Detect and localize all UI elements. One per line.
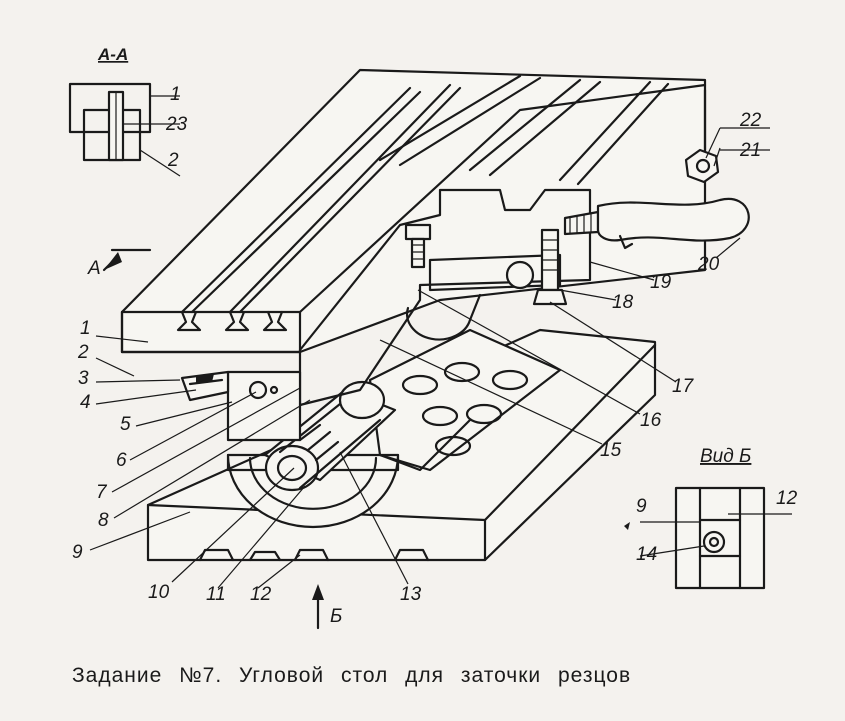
view-callout-9: 9 [636,496,647,517]
arrow-a-left-label: А [87,258,101,279]
view-b: Вид Б 9 12 14 [624,446,798,590]
callout-leaders [89,127,741,589]
callout-4: 4 [80,392,91,413]
view-b-title: Вид Б [700,446,751,467]
callout-9: 9 [72,542,83,563]
callout-2: 2 [77,342,89,363]
section-callout-2: 2 [167,150,179,171]
ball-19 [505,260,535,290]
view-callout-12: 12 [776,488,798,509]
callout-18: 18 [612,292,634,313]
section-title: А-А [97,45,128,64]
callout-15: 15 [600,440,622,461]
callout-12: 12 [250,584,272,605]
pivot-shaft [263,380,397,492]
cutaway-section [298,188,592,407]
callout-1: 1 [80,318,91,339]
callout-22: 22 [739,110,762,131]
handle [563,197,750,250]
callout-16: 16 [640,410,662,431]
front-slide [180,370,302,442]
callout-8: 8 [98,510,109,531]
callout-10: 10 [148,582,170,603]
section-a-a: А-А 1 23 2 [68,45,188,177]
view-arrow-b: Б [312,584,342,630]
callout-6: 6 [116,450,127,471]
callout-20: 20 [697,254,720,275]
callout-17: 17 [672,376,695,397]
callout-3: 3 [78,368,89,389]
callout-labels: 1 2 3 4 5 6 7 8 9 10 11 12 13 15 16 17 1… [72,110,770,605]
view-b-screw-14 [702,530,726,554]
callout-7: 7 [96,482,108,503]
callout-5: 5 [120,414,131,435]
figure-caption: Задание №7. Угловой стол для заточки рез… [72,664,632,687]
angle-bracket [368,328,562,472]
nut-21-22 [684,88,720,184]
callout-13: 13 [400,584,422,605]
screw-16 [404,223,432,241]
section-callout-23: 23 [165,114,188,135]
section-callout-1: 1 [170,84,181,105]
callout-11: 11 [206,584,226,605]
view-callout-14: 14 [636,544,657,565]
callout-19: 19 [650,272,672,293]
arrow-b-label: Б [330,606,342,627]
